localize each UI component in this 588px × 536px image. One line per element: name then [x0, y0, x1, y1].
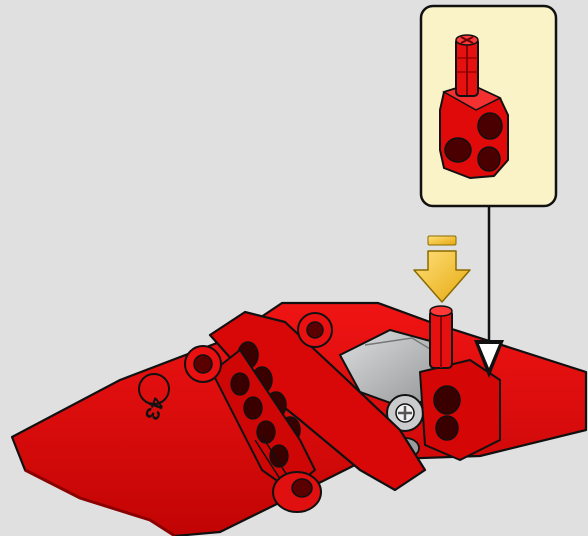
red-pin [430, 306, 452, 368]
part-callout [421, 6, 556, 206]
pin-bushing-bottom [273, 472, 321, 512]
pin-bushing-top [298, 313, 332, 347]
pin-bushing-left [185, 346, 221, 382]
down-arrow-yellow-icon [414, 236, 470, 302]
